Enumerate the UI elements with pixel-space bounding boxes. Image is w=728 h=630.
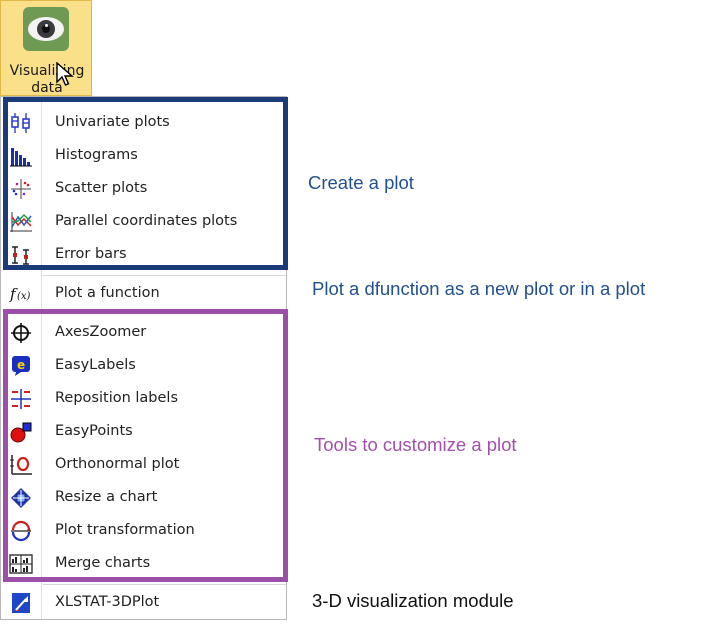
3dplot-icon — [12, 593, 30, 613]
menu-item-label: XLSTAT-3DPlot — [55, 594, 160, 610]
menu-item-label: EasyPoints — [55, 423, 133, 439]
visualizing-data-button[interactable]: Visualizing data — [0, 0, 92, 96]
menu-item-reposition-labels[interactable]: Reposition labels — [1, 382, 286, 414]
ribbon-label-line1: Visualizing — [9, 63, 85, 79]
menu-separator — [43, 275, 286, 276]
merge-charts-icon — [9, 554, 33, 574]
menu-item-label: AxesZoomer — [55, 324, 147, 340]
menu-item-label: Plot transformation — [55, 522, 195, 538]
menu-item-histograms[interactable]: Histograms — [1, 139, 286, 171]
annotation-create-plot: Create a plot — [308, 172, 414, 193]
error-bars-icon — [12, 246, 29, 265]
annotation-3d-module: 3-D visualization module — [312, 590, 514, 611]
menu-item-axeszoomer[interactable]: AxesZoomer — [1, 316, 286, 348]
box-plot-icon — [11, 113, 30, 133]
parallel-coordinates-icon — [10, 212, 32, 232]
scatter-plot-icon — [11, 179, 31, 199]
mouse-cursor-icon — [56, 62, 74, 86]
annotation-plot-function: Plot a dfunction as a new plot or in a p… — [312, 278, 646, 299]
menu-item-easylabels[interactable]: e EasyLabels — [1, 349, 286, 381]
resize-icon — [11, 488, 31, 508]
annotation-tools: Tools to customize a plot — [314, 434, 517, 455]
menu-item-label: Merge charts — [55, 555, 151, 571]
histogram-icon — [10, 148, 32, 167]
menu-item-label: Parallel coordinates plots — [55, 213, 238, 229]
eye-icon — [23, 7, 69, 51]
function-icon: f (x) — [9, 285, 31, 303]
menu-item-label: Resize a chart — [55, 489, 158, 505]
menu-item-label: Histograms — [55, 147, 138, 163]
menu-item-label: Scatter plots — [55, 180, 148, 196]
menu-item-resize-chart[interactable]: Resize a chart — [1, 481, 286, 513]
menu-item-error-bars[interactable]: Error bars — [1, 238, 286, 270]
menu-item-parallel-coordinates[interactable]: Parallel coordinates plots — [1, 205, 286, 237]
reposition-labels-icon — [11, 389, 31, 409]
crosshair-icon — [11, 323, 31, 343]
orthonormal-icon — [10, 455, 32, 475]
menu-item-plot-transformation[interactable]: Plot transformation — [1, 514, 286, 546]
easypoints-icon — [10, 422, 32, 443]
menu-item-label: Univariate plots — [55, 114, 170, 130]
create-plot-highlight-box — [3, 97, 288, 270]
menu-item-label: Orthonormal plot — [55, 456, 180, 472]
svg-text:f: f — [9, 285, 18, 303]
svg-text:e: e — [17, 358, 25, 372]
menu-item-scatter-plots[interactable]: Scatter plots — [1, 172, 286, 204]
menu-item-orthonormal-plot[interactable]: Orthonormal plot — [1, 448, 286, 480]
menu-item-label: Plot a function — [55, 285, 160, 301]
menu-item-label: Reposition labels — [55, 390, 179, 406]
menu-item-easypoints[interactable]: EasyPoints — [1, 415, 286, 447]
easylabels-icon: e — [12, 356, 30, 376]
menu-item-label: EasyLabels — [55, 357, 136, 373]
ribbon-label-line2: data — [31, 80, 63, 96]
tools-highlight-box — [3, 309, 288, 582]
menu-separator — [43, 584, 286, 585]
menu-item-merge-charts[interactable]: Merge charts — [1, 547, 286, 579]
transformation-icon — [11, 520, 31, 542]
menu-item-xlstat-3dplot[interactable]: XLSTAT-3DPlot — [1, 586, 286, 618]
svg-text:(x): (x) — [17, 291, 31, 302]
menu-item-label: Error bars — [55, 246, 127, 262]
menu-item-plot-function[interactable]: f (x) Plot a function — [1, 277, 286, 309]
menu-item-univariate-plots[interactable]: Univariate plots — [1, 106, 286, 138]
visualizing-data-menu: Univariate plots Histograms Scatter plot… — [0, 96, 287, 620]
